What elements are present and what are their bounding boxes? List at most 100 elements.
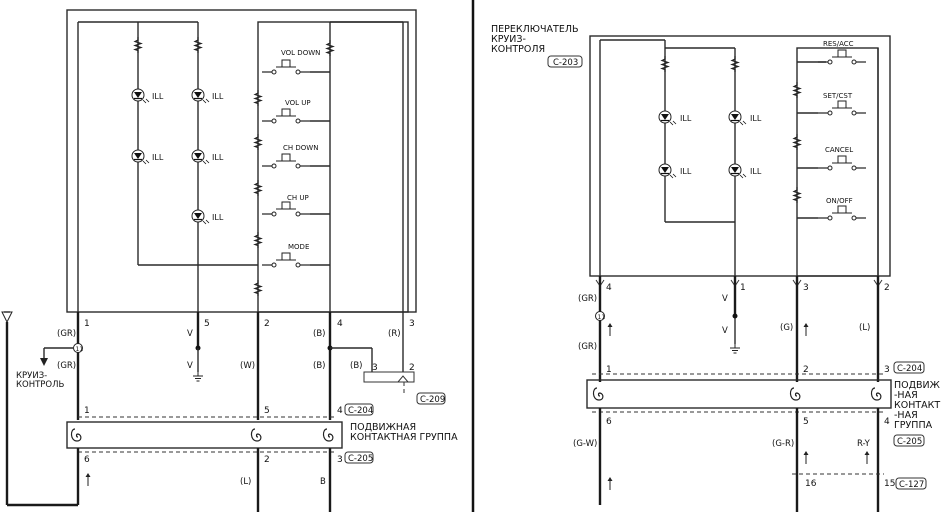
wire-color: (B) [313, 361, 325, 371]
wire-color: (GR) [57, 329, 76, 339]
clockspring-label: КОНТАКТ [894, 400, 940, 411]
cruise-label: КОНТРОЛЬ [16, 380, 65, 390]
connector-label-c205: C-205 [348, 454, 373, 464]
switch-icon [261, 108, 311, 124]
wire-color: (G) [780, 323, 793, 333]
ill-label: ILL [750, 167, 762, 176]
switch-icon [817, 155, 867, 171]
ground-icon [729, 343, 741, 354]
switch-label-vol-down: VOL DOWN [281, 49, 320, 57]
cruise-label: КРУИЗ- [16, 371, 47, 381]
led-icon [658, 163, 677, 179]
left-switch-inner-box [257, 21, 409, 313]
clockspring-label: -НАЯ [894, 410, 918, 421]
clockspring-label: -НАЯ [894, 390, 918, 401]
pin-number: 1 [84, 319, 90, 329]
clockspring-label: ПОДВИЖНАЯ [350, 422, 416, 433]
pin-number: 3 [884, 365, 890, 375]
arrow-up-icon [607, 322, 613, 337]
switch-label-cancel: CANCEL [825, 146, 853, 154]
switch-icon [817, 49, 867, 65]
arrow-up-icon [803, 450, 809, 465]
wire-color: B [320, 477, 326, 487]
resistor-icon [254, 89, 262, 107]
wire-color: V [722, 294, 728, 304]
resistor-icon [731, 55, 739, 73]
clockspring-icon [789, 387, 801, 401]
clockspring-label: ПОДВИЖ [894, 380, 941, 391]
clockspring-icon [250, 428, 262, 442]
wire-color: (G-W) [573, 439, 597, 449]
arrow-up-icon [85, 472, 91, 487]
pin-number: 4 [884, 417, 890, 427]
clockspring-box [66, 421, 343, 449]
wire-color: (R) [388, 329, 401, 339]
right-title: КРУИЗ- [491, 34, 526, 45]
left-switch-box [66, 9, 417, 313]
pin-number: 15 [884, 479, 895, 489]
ill-label: ILL [152, 153, 164, 162]
led-icon [728, 110, 747, 126]
switch-icon [817, 100, 867, 116]
led-icon [191, 149, 210, 165]
pin-number: 1 [606, 365, 612, 375]
resistor-icon [134, 36, 142, 54]
pin-number: 5 [264, 406, 270, 416]
pin-number: 4 [337, 406, 343, 416]
pin-number: 2 [409, 363, 415, 373]
switch-icon [817, 205, 867, 221]
pin-number: 1 [740, 283, 746, 293]
right-switch-box [589, 35, 891, 277]
wire-color: (L) [240, 477, 251, 487]
switch-icon [261, 153, 311, 169]
pin-number: 6 [606, 417, 612, 427]
resistor-icon [254, 133, 262, 151]
pin-number: 5 [204, 319, 210, 329]
pin-number: 6 [84, 455, 90, 465]
resistor-icon [793, 81, 801, 99]
clockspring-box [586, 379, 892, 409]
clockspring-label: КОНТАКТНАЯ ГРУППА [350, 432, 458, 443]
connector-label-c204: C-204 [897, 364, 922, 374]
wire-color: (W) [240, 361, 255, 371]
right-title: ПЕРЕКЛЮЧАТЕЛЬ [491, 24, 579, 35]
led-icon [131, 149, 150, 165]
wire-color: R-Y [857, 439, 871, 449]
right-title: КОНТРОЛЯ [491, 44, 545, 55]
wire-color: V [722, 326, 728, 336]
connector-label-c205: C-205 [897, 437, 922, 447]
resistor-icon [254, 231, 262, 249]
ground-icon [192, 371, 204, 382]
switch-label-ch-down: CH DOWN [283, 144, 318, 152]
switch-icon [261, 59, 311, 75]
ill-label: ILL [212, 92, 224, 101]
wire-color: V [187, 361, 193, 371]
resistor-icon [793, 133, 801, 151]
switch-label-set-cst: SET/CST [823, 92, 853, 100]
pin-number: 3 [409, 319, 415, 329]
arrow-up-icon [803, 322, 809, 337]
switch-icon [261, 252, 311, 268]
arrow-up-icon [864, 450, 870, 465]
resistor-icon [194, 36, 202, 54]
pin-number: 16 [805, 479, 817, 489]
right-diagram: ПЕРЕКЛЮЧАТЕЛЬ КРУИЗ- КОНТРОЛЯ C-203 ILL … [491, 24, 941, 512]
connector-label-c203: C-203 [553, 58, 578, 68]
pin-number: 2 [264, 455, 270, 465]
pin-number: 2 [803, 365, 809, 375]
pin-number: 1 [84, 406, 90, 416]
pin-number: 4 [337, 319, 343, 329]
wire-color: (GR) [57, 361, 76, 371]
connector-c209 [363, 371, 415, 383]
arrow-up-icon [607, 476, 613, 491]
clockspring-icon [592, 387, 604, 401]
resistor-icon [793, 186, 801, 204]
connector-label-c209: C-209 [420, 395, 445, 405]
switch-icon [261, 201, 311, 217]
clockspring-icon [870, 387, 882, 401]
wire-color: (L) [859, 323, 870, 333]
connector-label-c127: C-127 [899, 480, 924, 490]
ill-label: ILL [750, 114, 762, 123]
led-icon [191, 88, 210, 104]
ill-label: ILL [680, 114, 692, 123]
